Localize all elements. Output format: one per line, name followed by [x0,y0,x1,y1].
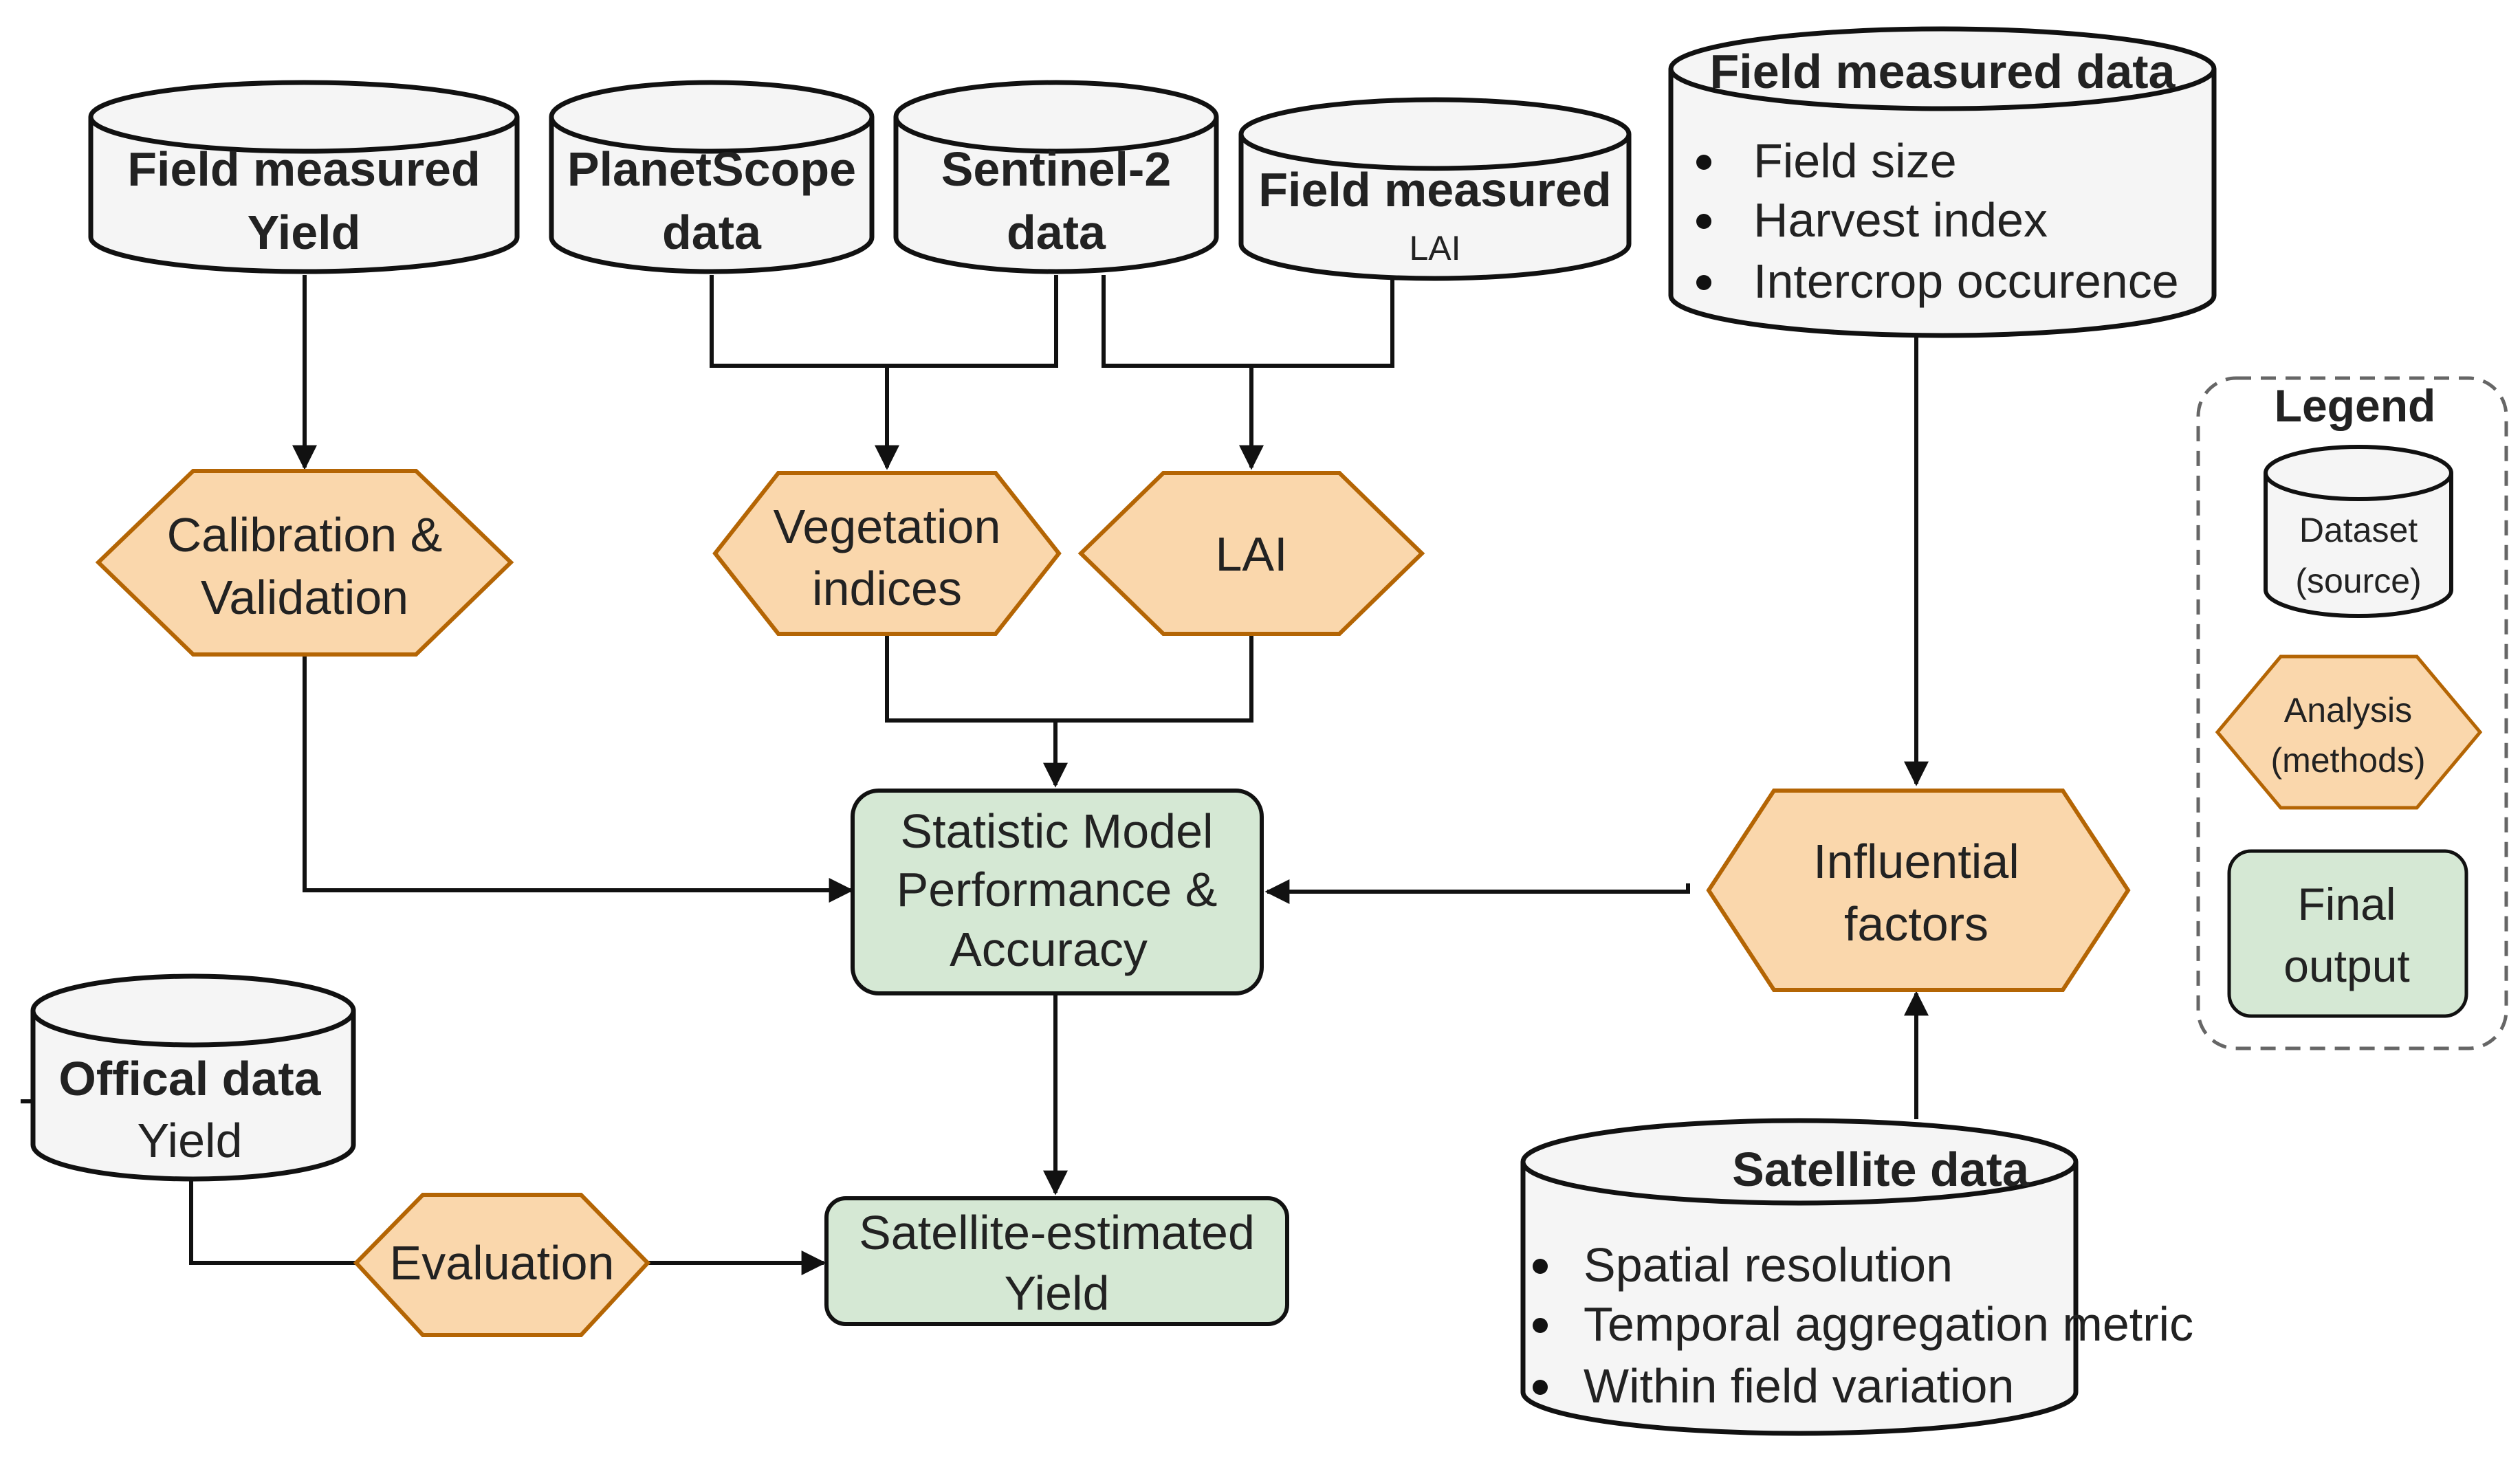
edge-official-to-evaluation [189,1180,358,1265]
dataset-title: Satellite data [1732,1143,2030,1196]
output-label: Performance & [897,863,1218,916]
dataset-sentinel-2: Sentinel-2 data [893,80,1219,274]
dataset-item: Harvest index [1753,193,2048,247]
output-label: Accuracy [950,923,1148,976]
edge-sentinel-to-lai [1102,275,1264,470]
connectors [21,275,1929,1275]
dataset-item: Spatial resolution [1584,1238,1953,1292]
dataset-item: Within field variation [1584,1359,2014,1413]
dataset-label: Offical data [58,1052,321,1105]
legend-label: (source) [2295,562,2421,600]
dataset-field-measured-lai: Field measured LAI [1238,97,1632,281]
bullet-icon [1696,214,1711,229]
dataset-item: Temporal aggregation metric [1584,1297,2193,1351]
analysis-vegetation-indices: Vegetation indices [712,471,1062,636]
legend-output-symbol: Final output [2227,849,2468,1018]
bullet-icon [1696,275,1711,290]
output-label: Statistic Model [900,804,1213,858]
output-statistic-model: Statistic Model Performance & Accuracy [851,789,1264,995]
analysis-label: Influential [1813,835,2019,888]
analysis-label: Evaluation [390,1236,615,1290]
edge-fieldlai-to-lai [1251,275,1394,368]
bullet-icon [1533,1380,1548,1395]
analysis-label: Calibration & [167,508,443,562]
bullet-icon [1533,1259,1548,1274]
analysis-lai: LAI [1077,471,1425,636]
bullet-icon [1533,1318,1548,1333]
output-label: Satellite-estimated [859,1206,1255,1259]
analysis-label: Vegetation [774,500,1001,553]
edge-lai-to-model [1043,636,1253,788]
dataset-field-measured-yield: Field measured Yield [88,80,520,274]
legend-dataset-symbol: Dataset (source) [2264,445,2453,618]
analysis-label: Validation [201,571,408,624]
bullet-icon [1696,155,1711,170]
legend-analysis-symbol: Analysis (methods) [2215,654,2483,810]
legend-label: output [2283,940,2410,991]
analysis-influential-factors: Influential factors [1706,789,2131,992]
edge-vegetation-to-model [885,636,1055,723]
output-label: Yield [1004,1266,1109,1320]
legend-label: Dataset [2299,511,2418,549]
analysis-calibration-validation: Calibration & Validation [95,469,514,657]
dataset-label: data [1007,206,1106,259]
legend-label: Final [2297,879,2396,929]
dataset-label: Field measured [1258,163,1612,217]
legend: Legend Dataset (source) Analysis (method… [2196,376,2508,1050]
edge-planetscope-to-vegetation [710,275,887,368]
dataset-label: Field measured [127,142,481,196]
analysis-label: LAI [1215,527,1287,581]
dataset-label: Sentinel-2 [941,142,1172,196]
dataset-label: LAI [1409,229,1460,267]
dataset-title: Field measured data [1710,45,2176,98]
dataset-field-measured-data: Field measured data Field size Harvest i… [1668,26,2217,338]
analysis-label: indices [812,562,962,615]
dataset-label: Yield [248,206,361,259]
dataset-planetscope: PlanetScope data [549,80,875,274]
legend-title: Legend [2275,380,2436,431]
edge-sentinel-to-vegetation [875,275,1058,470]
legend-label: (methods) [2270,741,2425,780]
edge-influential-to-model [1264,879,1690,904]
analysis-evaluation: Evaluation [353,1193,651,1337]
dataset-item: Intercrop occurence [1753,254,2179,308]
analysis-label: factors [1844,897,1988,951]
dataset-satellite-data: Satellite data Spatial resolution Tempor… [1520,1118,2193,1436]
legend-label: Analysis [2284,691,2412,729]
dataset-official-data: Offical data Yield [30,973,356,1182]
dataset-label: Yield [137,1114,242,1167]
output-satellite-estimated-yield: Satellite-estimated Yield [824,1196,1289,1326]
dataset-item: Field size [1753,134,1957,188]
dataset-label: PlanetScope [567,142,856,196]
dataset-label: data [662,206,762,259]
edge-calibration-to-model [303,657,854,903]
